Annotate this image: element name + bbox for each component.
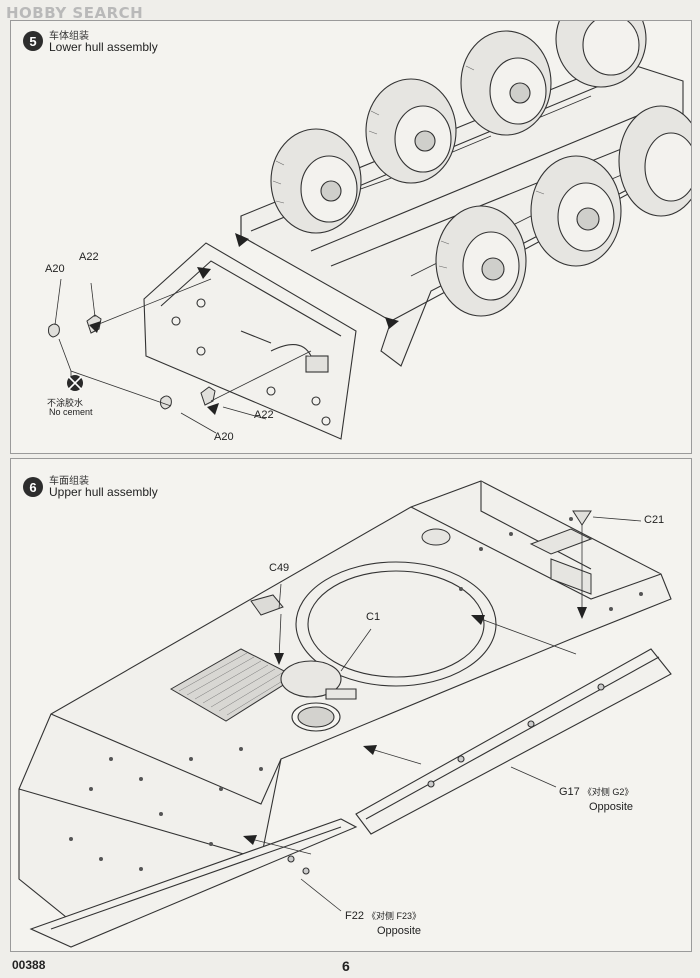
assembly-arrow bbox=[197, 267, 211, 279]
g17-code: G17 bbox=[559, 786, 580, 798]
callout-a20-bottom: A20 bbox=[214, 431, 234, 443]
step-title-cn: 车面组装 bbox=[49, 476, 89, 487]
step-number-badge: 6 bbox=[23, 477, 43, 497]
road-wheel bbox=[270, 128, 362, 234]
callout-c1: C1 bbox=[366, 611, 381, 623]
step-6-panel: 6 车面组装 Upper hull assembly C21 C49 C1 G1… bbox=[10, 458, 692, 952]
step-5-panel: 5 车体组装 Lower hull assembly A22 A20 不涂胶水 … bbox=[10, 20, 692, 454]
part-a20-left bbox=[48, 323, 60, 338]
no-cement-label-cn: 不涂胶水 bbox=[47, 398, 84, 408]
part-a22-bottom bbox=[200, 386, 216, 406]
callout-a22-bottom: A22 bbox=[254, 409, 274, 421]
assembly-arrow bbox=[89, 321, 101, 333]
turret-ring bbox=[295, 561, 497, 687]
assembly-arrow bbox=[207, 403, 219, 415]
assembly-arrow bbox=[363, 745, 377, 755]
hatch-c1 bbox=[280, 660, 357, 700]
callout-c49: C49 bbox=[269, 562, 290, 574]
assembly-arrow bbox=[385, 317, 399, 329]
step-title-en: Upper hull assembly bbox=[49, 485, 158, 499]
page-number: 6 bbox=[342, 958, 350, 974]
g17-opposite-cn: 《对侧 G2》 bbox=[582, 787, 634, 797]
no-cement-label-en: No cement bbox=[49, 407, 93, 417]
upper-hull-drawing bbox=[18, 480, 672, 948]
callout-f22: F22 《对侧 F23》 bbox=[345, 909, 421, 922]
callout-a22-top: A22 bbox=[79, 251, 99, 263]
road-wheel bbox=[435, 205, 527, 317]
side-plate-f22 bbox=[29, 818, 358, 948]
f22-opposite-cn: 《对侧 F23》 bbox=[367, 911, 422, 921]
watermark: HOBBY SEARCH bbox=[6, 4, 144, 22]
assembly-arrow bbox=[471, 615, 485, 625]
lower-hull-drawing bbox=[48, 21, 691, 440]
callout-c21: C21 bbox=[644, 514, 665, 526]
assembly-arrow bbox=[235, 233, 249, 247]
assembly-arrow bbox=[274, 653, 284, 665]
callout-g17-opposite: Opposite bbox=[589, 801, 634, 813]
callout-g17: G17 《对侧 G2》 bbox=[559, 785, 633, 798]
road-wheel bbox=[618, 105, 691, 217]
part-c49 bbox=[250, 594, 284, 616]
road-wheel bbox=[555, 21, 647, 88]
step-number-badge: 5 bbox=[23, 31, 43, 51]
callout-a20-left: A20 bbox=[45, 263, 65, 275]
callout-f22-opposite: Opposite bbox=[377, 925, 422, 937]
part-c21 bbox=[572, 510, 592, 526]
road-wheel bbox=[460, 30, 552, 136]
f22-code: F22 bbox=[345, 910, 364, 922]
assembly-arrow bbox=[243, 835, 257, 845]
step-title-en: Lower hull assembly bbox=[49, 40, 158, 54]
upper-hull-part bbox=[18, 480, 672, 922]
no-cement-icon bbox=[67, 375, 83, 391]
road-wheel bbox=[530, 155, 622, 267]
step-title-cn: 车体组装 bbox=[49, 31, 89, 42]
side-panel-g17 bbox=[355, 648, 672, 835]
rear-plate-part bbox=[143, 242, 357, 440]
road-wheel bbox=[365, 78, 457, 184]
hatch-open bbox=[291, 702, 341, 732]
product-code: 00388 bbox=[12, 958, 46, 972]
assembly-arrow bbox=[577, 607, 587, 619]
